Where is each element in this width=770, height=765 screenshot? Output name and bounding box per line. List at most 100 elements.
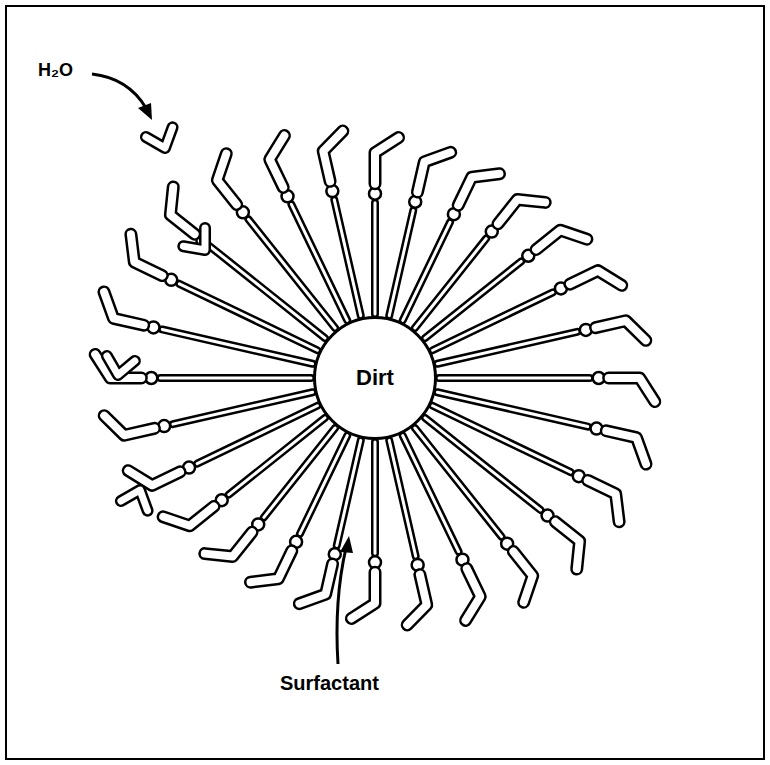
surfactant-tail (437, 332, 577, 364)
water-shell-outline (270, 136, 285, 188)
surfactant-tail-outline (389, 440, 415, 556)
water-shell-fill (163, 506, 214, 525)
water-shell-fill (104, 416, 154, 436)
water-shell (536, 230, 587, 249)
water-shell-outline (417, 152, 450, 192)
surfactant-tail-outline (437, 332, 577, 364)
water-molecule-outline (107, 356, 135, 375)
water-shell-outline (205, 532, 252, 556)
surfactant-tail (389, 440, 415, 556)
water-shell (570, 271, 622, 286)
water-shell-fill (609, 378, 655, 402)
water-shell-outline (555, 522, 579, 569)
h2o-pointer (92, 74, 146, 108)
water-shell (407, 575, 427, 625)
node-label: Dirt (356, 365, 394, 391)
water-shell-outline (131, 234, 162, 275)
h2o-label: H₂O (36, 60, 75, 81)
water-shell (104, 292, 144, 325)
water-shell (323, 131, 343, 181)
water-shell-fill (128, 471, 180, 486)
water-shell-outline (375, 138, 399, 184)
water-molecule (121, 490, 148, 511)
water-shell-outline (588, 480, 619, 521)
water-shell (351, 572, 375, 618)
surfactant-tail-fill (374, 203, 377, 314)
water-shell-outline (323, 131, 343, 181)
surfactant-tail (375, 442, 376, 553)
surfactant-tail-fill (334, 200, 360, 316)
water-shell-fill (351, 572, 375, 618)
surfactant-tail-outline (439, 374, 590, 382)
surfactant-tail-fill (173, 392, 313, 424)
water-shell (596, 321, 646, 341)
water-shell-fill (251, 551, 292, 582)
dirt-particle: Dirt (313, 316, 437, 440)
surfactant-tail-fill (437, 332, 577, 364)
surfactant-tail (439, 378, 590, 379)
water-shell (555, 522, 579, 569)
water-shell-fill (458, 174, 499, 205)
water-shell-fill (498, 200, 545, 224)
surfactant-tail-fill (439, 377, 590, 380)
water-shell (458, 174, 499, 205)
water-shell (498, 200, 545, 224)
surfactant-tail-outline (173, 392, 313, 424)
water-shell-fill (606, 431, 646, 464)
water-shell (131, 234, 162, 275)
surfactant-tail (173, 392, 313, 424)
water-shell (606, 431, 646, 464)
water-shell-outline (466, 569, 481, 621)
water-shell-fill (596, 321, 646, 341)
surfactant-tail-fill (300, 436, 347, 534)
water-shell (170, 187, 194, 234)
water-molecule-fill (183, 228, 205, 250)
water-shell-fill (407, 575, 427, 625)
frame-border (6, 6, 764, 759)
water-shell-fill (217, 154, 236, 205)
water-shell-outline (407, 575, 427, 625)
water-shell-outline (458, 174, 499, 205)
water-shell (163, 506, 214, 525)
water-shell-fill (270, 136, 285, 188)
water-shell (251, 551, 292, 582)
water-molecule (107, 356, 135, 375)
water-shell (205, 532, 252, 556)
water-molecule (183, 228, 205, 250)
surfactant-tail-fill (403, 222, 450, 320)
water-shell (104, 416, 154, 436)
surfactant-tail-outline (300, 436, 347, 534)
water-shell-outline (351, 572, 375, 618)
water-shell-outline (606, 431, 646, 464)
water-shell-outline (95, 354, 141, 378)
surfactant-tail-fill (160, 377, 311, 380)
water-shell-outline (104, 416, 154, 436)
water-molecule-outline (146, 127, 173, 148)
surfactant-tail (403, 222, 450, 320)
surfactant-tail-outline (371, 442, 379, 553)
water-shell (588, 480, 619, 521)
water-shell (417, 152, 450, 192)
water-shell-outline (609, 378, 655, 402)
surfactant-tail (300, 436, 347, 534)
water-shell (270, 136, 285, 188)
water-shell (299, 564, 332, 604)
water-molecule-fill (146, 127, 173, 148)
surfactant-tail-outline (160, 374, 311, 382)
water-shell-outline (217, 154, 236, 205)
water-shell-fill (466, 569, 481, 621)
water-shell (217, 154, 236, 205)
water-shell-fill (170, 187, 194, 234)
water-shell (609, 378, 655, 402)
water-shell-outline (299, 564, 332, 604)
h2o-arrowhead (138, 103, 152, 120)
water-shell-fill (588, 480, 619, 521)
water-shell-fill (375, 138, 399, 184)
water-shell (95, 354, 141, 378)
water-shell-outline (498, 200, 545, 224)
water-shell-fill (417, 152, 450, 192)
water-shell-fill (104, 292, 144, 325)
water-shell-outline (163, 506, 214, 525)
surfactant-tail-outline (403, 222, 450, 320)
water-shell-fill (131, 234, 162, 275)
